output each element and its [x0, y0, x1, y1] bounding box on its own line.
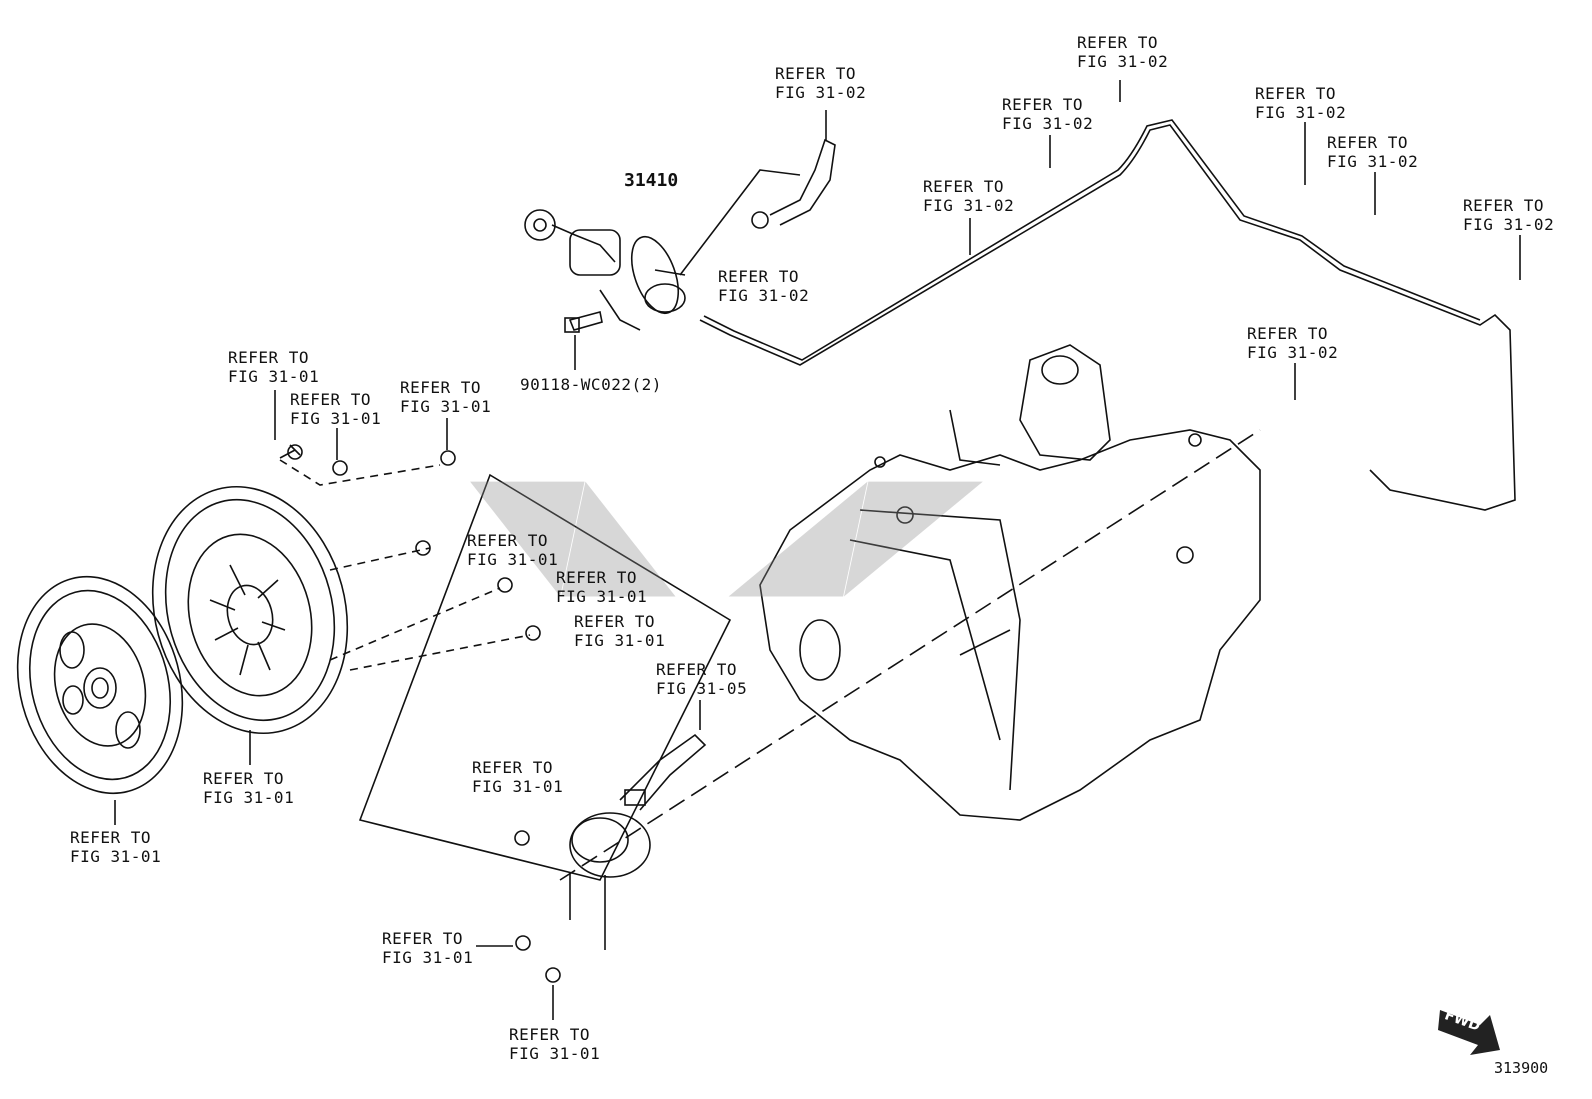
clutch-pressure-plate	[151, 485, 349, 765]
bolt-group	[279, 444, 561, 983]
reservoir-hose	[769, 138, 836, 226]
part-number-bolt: 90118-WC022(2)	[520, 375, 662, 394]
watermark: ◥◣ ◢◤	[441, 440, 993, 614]
clutch-release-bearing	[569, 733, 707, 950]
clutch-disc	[16, 575, 184, 825]
transmission-housing	[759, 344, 1261, 821]
clutch-master-cylinder	[524, 209, 686, 331]
figure-number: 313900	[1494, 1059, 1549, 1077]
bolt-90118	[564, 311, 603, 370]
fwd-arrow-icon	[1438, 1010, 1500, 1055]
clutch-hydraulic-line	[699, 124, 1516, 511]
part-number-31410: 31410	[624, 170, 679, 191]
